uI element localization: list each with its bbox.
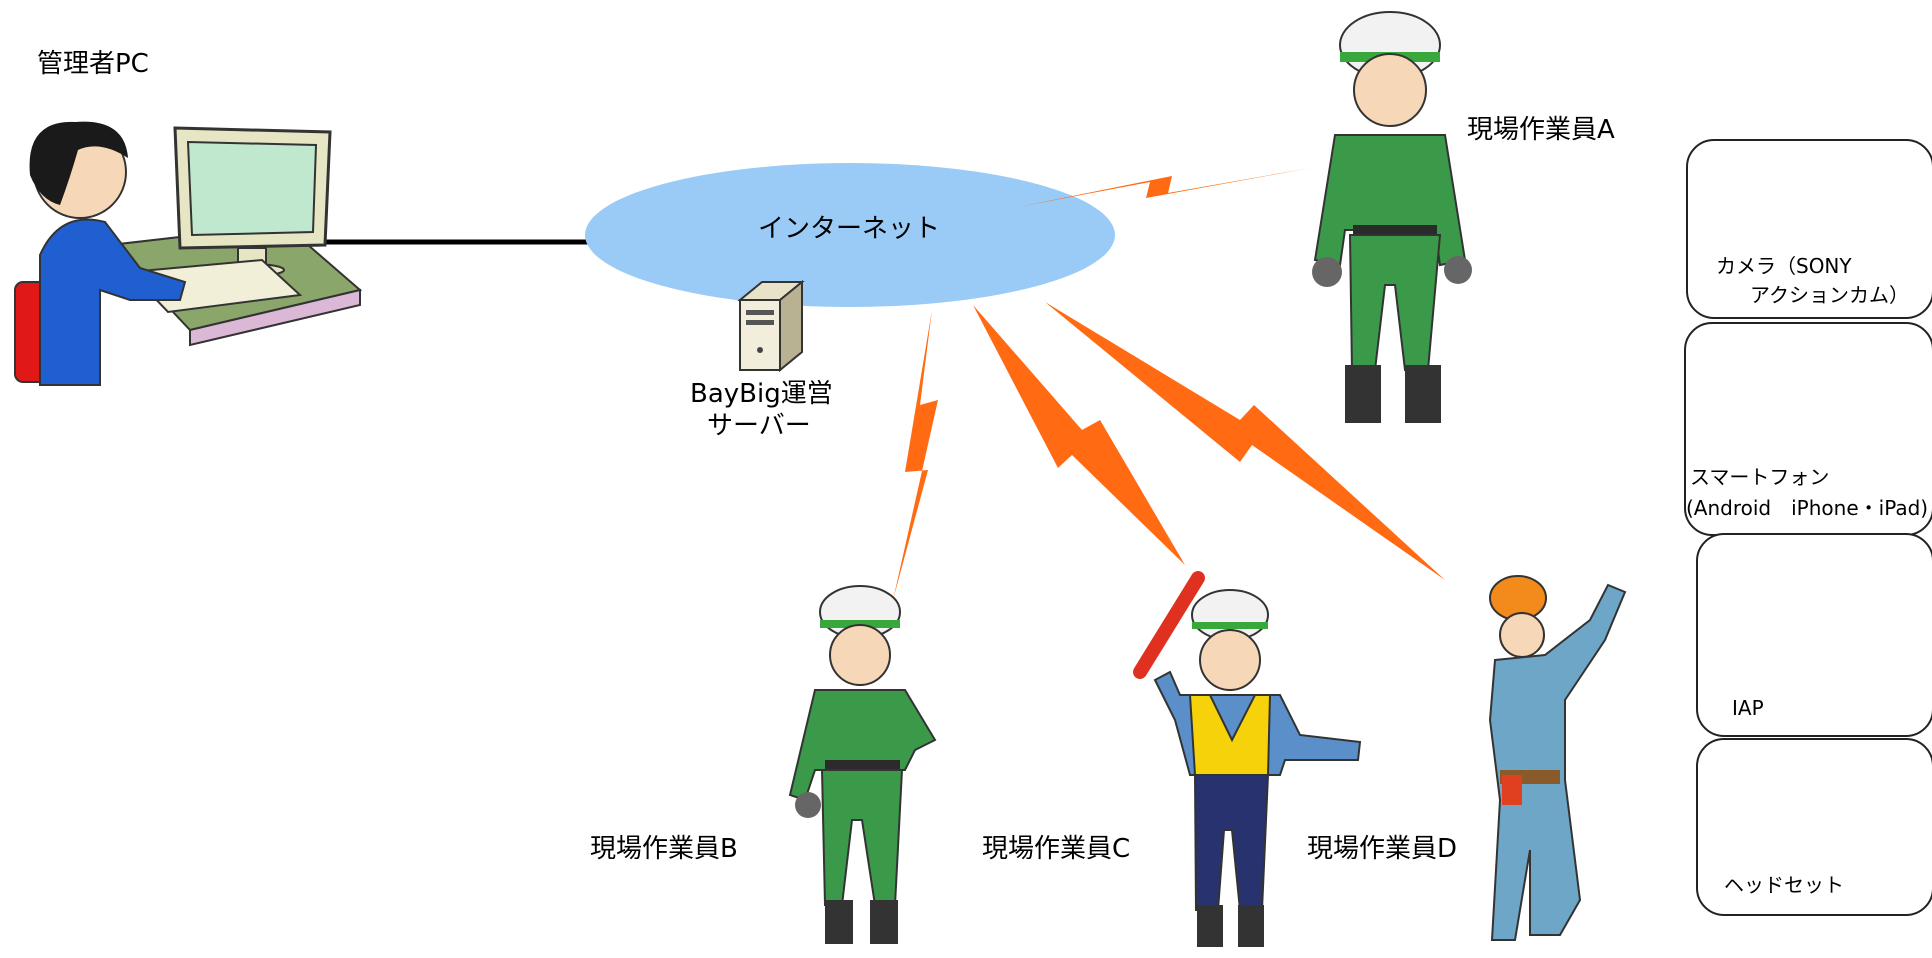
- worker-d-label: 現場作業員D: [1307, 834, 1458, 864]
- worker-a-illustration: [1312, 11, 1472, 423]
- worker-b-illustration: [788, 585, 937, 944]
- smartphone-label-line1: スマートフォン: [1690, 465, 1830, 489]
- iap-card: [1696, 533, 1932, 737]
- lightning-to-worker-d: [1045, 302, 1445, 580]
- worker-a-label: 現場作業員A: [1467, 115, 1615, 145]
- server-label-line1: BayBig運営: [690, 379, 833, 409]
- admin-pc-illustration: [14, 121, 363, 386]
- lightning-to-worker-a: [1018, 168, 1310, 207]
- internet-label: インターネット: [758, 214, 941, 244]
- smartphone-card: [1684, 322, 1932, 536]
- wireless-links: [893, 168, 1445, 600]
- headset-label: ヘッドセット: [1724, 873, 1844, 897]
- headset-card: [1696, 738, 1932, 916]
- camera-label-line2: アクションカム）: [1750, 283, 1909, 307]
- worker-b-label: 現場作業員B: [590, 834, 738, 864]
- admin-pc-label: 管理者PC: [37, 49, 149, 79]
- worker-d-illustration: [1488, 575, 1627, 941]
- worker-c-illustration: [1133, 571, 1362, 947]
- internet-cloud: [585, 163, 1115, 307]
- lightning-to-worker-c: [973, 305, 1185, 565]
- camera-card: [1686, 139, 1932, 319]
- camera-label-line1: カメラ（SONY: [1716, 254, 1852, 278]
- worker-c-label: 現場作業員C: [982, 834, 1131, 864]
- server-icon: [737, 279, 805, 373]
- iap-label: IAP: [1732, 696, 1764, 720]
- smartphone-label-line2: (Android iPhone・iPad): [1686, 496, 1929, 520]
- server-label-line2: サーバー: [707, 411, 811, 441]
- lightning-to-worker-b: [893, 310, 938, 600]
